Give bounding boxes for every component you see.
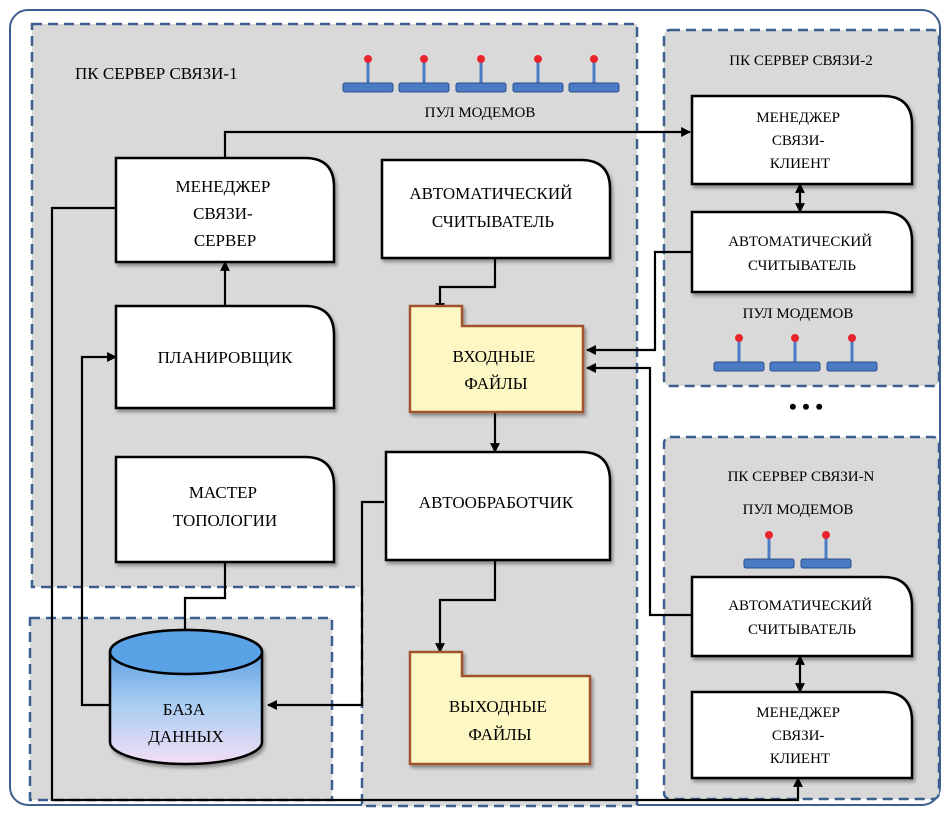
connectors	[50, 127, 805, 802]
manager-server-box	[114, 156, 336, 264]
ellipsis-more-servers: • • •	[789, 394, 823, 419]
modem-pool-server2	[713, 334, 878, 372]
modem-icon	[342, 55, 394, 93]
arrow-reader2-to-input	[586, 250, 692, 355]
topology-master-box	[114, 455, 336, 564]
manager-server-label: МЕНЕДЖЕР СВЯЗИ- СЕРВЕР	[175, 177, 274, 250]
manager-clientN-box	[690, 690, 914, 780]
scheduler-label: ПЛАНИРОВЩИК	[158, 348, 293, 367]
modem-pool-serverN	[743, 531, 852, 569]
arrow-processor-to-output	[435, 560, 497, 653]
arrow-topology-to-db	[180, 562, 227, 639]
database-label: БАЗА ДАННЫХ	[148, 700, 224, 746]
auto-reader2-box	[690, 210, 914, 294]
arrow-processor-to-db	[267, 500, 384, 710]
auto-processor-label: АВТООБРАБОТЧИК	[419, 493, 574, 512]
arrow-readerN-to-input	[586, 363, 692, 617]
auto-readerN-label: АВТОМАТИЧЕСКИЙ СЧИТЫВАТЕЛЬ	[728, 597, 876, 638]
modem-icon	[512, 55, 564, 93]
input-files-folder	[408, 304, 585, 414]
database-cylinder	[108, 628, 264, 766]
modem-pool-label-server2: ПУЛ МОДЕМОВ	[743, 306, 854, 322]
modem-icon	[568, 55, 620, 93]
modem-icon	[800, 531, 852, 569]
auto-processor-box	[384, 450, 612, 562]
manager-clientN-label: МЕНЕДЖЕР СВЯЗИ- КЛИЕНТ	[756, 705, 843, 767]
modem-icon	[743, 531, 795, 569]
modem-icon	[769, 334, 821, 372]
manager-client2-label: МЕНЕДЖЕР СВЯЗИ- КЛИЕНТ	[756, 110, 843, 172]
server1-title: ПК СЕРВЕР СВЯЗИ-1	[75, 64, 238, 83]
modem-icon	[398, 55, 450, 93]
auto-readerN-box	[690, 575, 914, 658]
topology-master-label: МАСТЕР ТОПОЛОГИИ	[173, 483, 277, 530]
scheduler-box	[114, 304, 336, 410]
arrow-manager-to-client2	[223, 127, 691, 158]
serverN-title: ПК СЕРВЕР СВЯЗИ-N	[728, 469, 875, 485]
arrow-db-to-scheduler	[80, 352, 117, 707]
modem-pool-label-server1: ПУЛ МОДЕМОВ	[425, 105, 536, 121]
auto-reader2-label: АВТОМАТИЧЕСКИЙ СЧИТЫВАТЕЛЬ	[728, 233, 876, 274]
modem-icon	[713, 334, 765, 372]
output-files-label: ВЫХОДНЫЕ ФАЙЛЫ	[449, 697, 551, 744]
modem-pool-server1	[342, 55, 620, 93]
auto-reader-label: АВТОМАТИЧЕСКИЙ СЧИТЫВАТЕЛЬ	[409, 184, 576, 231]
line-manager-to-clientN	[50, 206, 803, 802]
server2-zone	[662, 28, 941, 388]
output-files-folder	[408, 650, 592, 766]
modem-pool-label-serverN: ПУЛ МОДЕМОВ	[743, 502, 854, 518]
modem-icon	[826, 334, 878, 372]
server2-title: ПК СЕРВЕР СВЯЗИ-2	[729, 53, 872, 69]
arrow-reader-to-input	[435, 258, 497, 313]
auto-reader-box	[380, 158, 612, 260]
manager-client2-box	[690, 94, 914, 186]
input-files-label: ВХОДНЫЕ ФАЙЛЫ	[452, 347, 539, 393]
modem-icon	[455, 55, 507, 93]
